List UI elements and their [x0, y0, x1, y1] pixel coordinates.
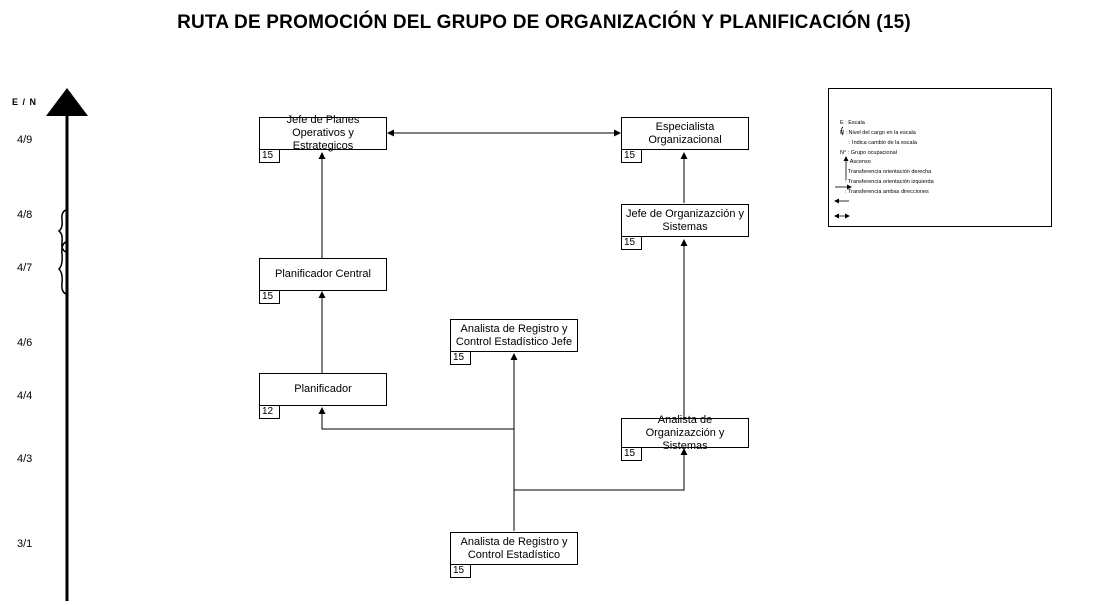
legend-symbols: [834, 126, 852, 219]
node-label: Analista de Registro y Control Estadísti…: [455, 322, 573, 348]
level-label: 4/9: [17, 134, 33, 146]
legend-item: E : Escala: [840, 120, 865, 126]
level-label: 4/7: [17, 262, 33, 274]
node-label: Analista de Organizazción y Sistemas: [645, 413, 725, 452]
level-label: 4/8: [17, 209, 33, 221]
node-label: Jefe de Organizazción y Sistemas: [625, 207, 744, 233]
legend-item: : Indica cambio de la escala: [849, 140, 917, 146]
level-label: 3/1: [17, 538, 33, 550]
node-code: 15: [621, 236, 642, 250]
transfer-left-connector: [318, 407, 514, 430]
scale-axis: [46, 88, 88, 601]
legend-item: : Transferencia orientación derecha: [845, 169, 932, 175]
node-jefe-planes: Jefe de Planes Operativos y Estrategicos: [259, 114, 387, 152]
page-title: RUTA DE PROMOCIÓN DEL GRUPO DE ORGANIZAC…: [177, 12, 911, 33]
node-jefe-organizacion: Jefe de Organizazción y Sistemas: [621, 204, 749, 237]
legend-item: N : Nivel del cargo en la escala: [840, 130, 916, 136]
level-label: 4/3: [17, 453, 33, 465]
legend: E : Escala N : Nivel del cargo en la esc…: [828, 88, 1052, 227]
transfer-right-connector: [514, 448, 688, 491]
node-planificador-central: Planificador Central: [259, 258, 387, 291]
scale-change-brace: [57, 241, 67, 295]
node-code: 15: [259, 149, 280, 163]
node-especialista: Especialista Organizacional: [621, 117, 749, 150]
node-code: 12: [259, 405, 280, 419]
node-code: 15: [259, 290, 280, 304]
node-code: 15: [450, 564, 471, 578]
node-label: Jefe de Planes Operativos y Estrategicos: [286, 114, 360, 152]
node-analista-organizacion: Analista de Organizazción y Sistemas: [621, 414, 749, 452]
node-code: 15: [621, 149, 642, 163]
axis-header: E / N: [12, 97, 38, 107]
node-planificador: Planificador: [259, 373, 387, 406]
node-label: Analista de Registro y Control Estadísti…: [460, 535, 568, 561]
node-code: 15: [621, 447, 642, 461]
node-label: Planificador Central: [275, 268, 371, 280]
node-label: Especialista Organizacional: [648, 120, 722, 146]
legend-item: : Ascenso: [847, 159, 871, 165]
node-code: 15: [450, 351, 471, 365]
node-label: Planificador: [294, 383, 352, 395]
node-analista-registro-jefe: Analista de Registro y Control Estadísti…: [450, 319, 578, 352]
legend-item: : Transferencia orientación izquierda: [845, 179, 934, 185]
node-analista-registro: Analista de Registro y Control Estadísti…: [450, 532, 578, 565]
level-label: 4/4: [17, 390, 33, 402]
legend-item: : Transferencia ambas direcciones: [845, 189, 929, 195]
level-label: 4/6: [17, 337, 33, 349]
legend-item: N° : Grupo ocupacional: [840, 150, 897, 156]
